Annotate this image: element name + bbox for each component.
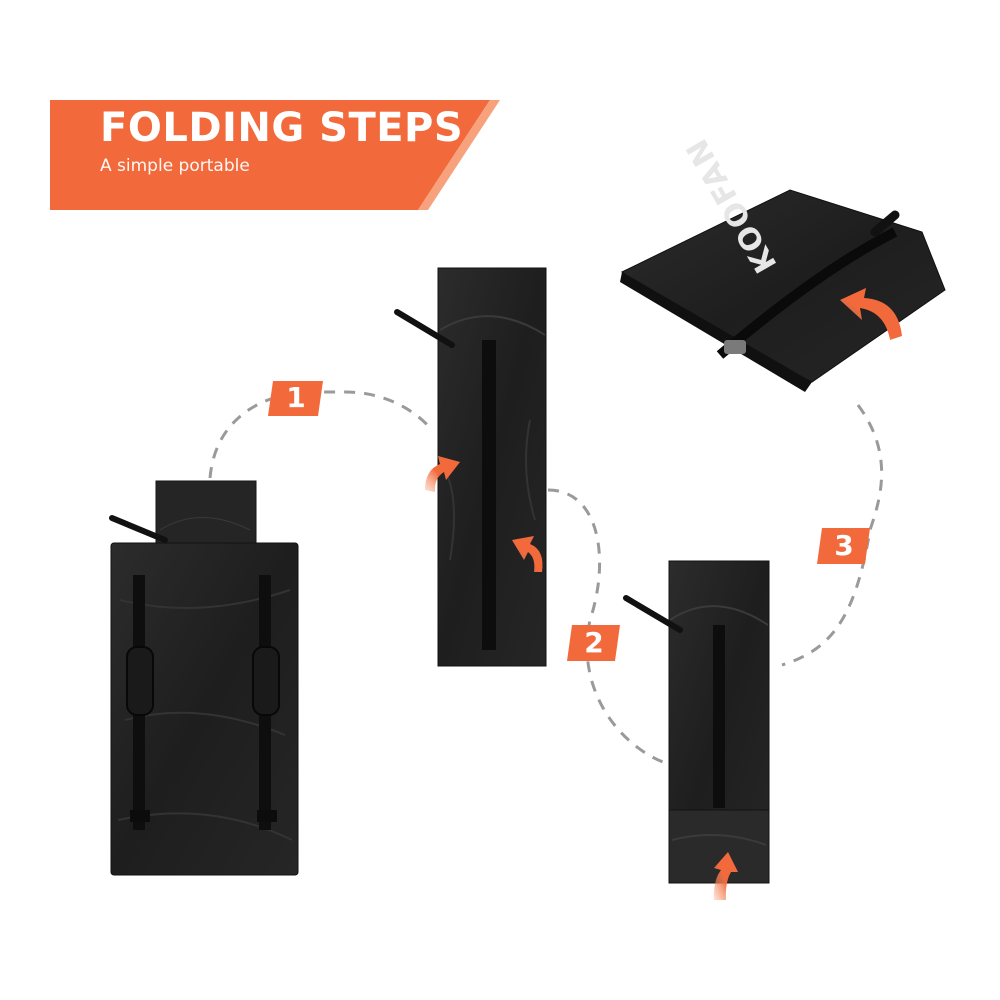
banner-title: FOLDING STEPS [100,105,464,151]
mat-folded-short [623,560,770,884]
mat-packed-pouch: KOOFAN [620,131,946,392]
dashed-path-3 [781,404,884,667]
step-number-2: 2 [584,626,604,659]
mat-folded-long [394,267,547,667]
step-number-3: 3 [834,529,854,562]
fold-arrow-icon [713,852,738,900]
banner-subtitle: A simple portable [100,156,250,176]
fold-arrow-icon [512,536,543,572]
dashed-path-2 [547,488,664,764]
step-badge-shape [268,381,323,416]
mat-unfolded [109,480,299,876]
step-badge-shape [817,528,870,564]
fold-arrow-icon [840,288,902,340]
step-badge-shape [567,625,620,661]
step-number-1: 1 [286,381,306,414]
fold-arrow-icon [425,456,460,492]
